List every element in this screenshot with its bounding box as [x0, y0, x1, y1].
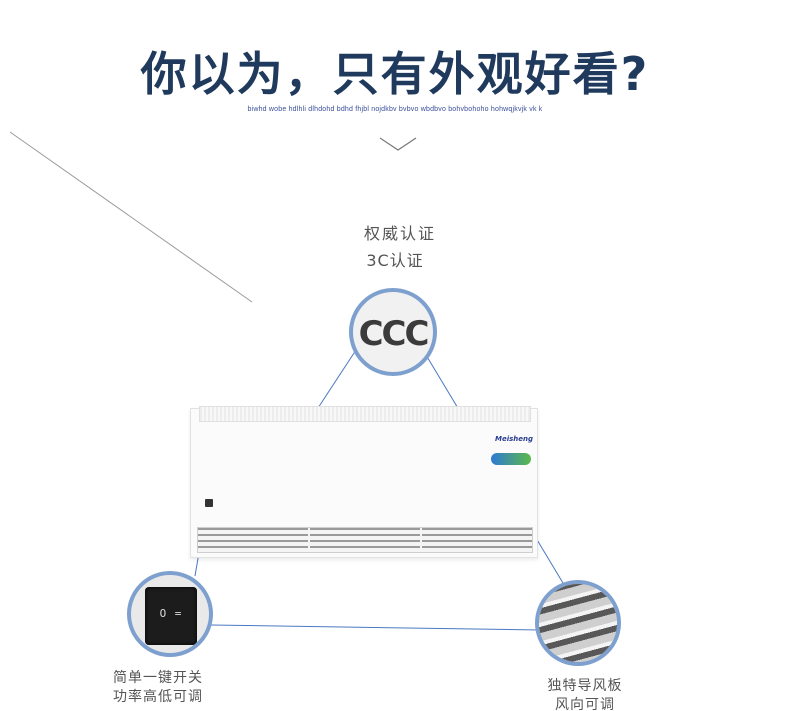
vent-feature-line1: 独特导风板 — [547, 678, 623, 694]
page-headline: 你以为，只有外观好看? — [140, 47, 650, 101]
rocker-switch-icon: O = — [145, 587, 197, 645]
vent-louver-icon — [539, 584, 617, 662]
vent-feature-line2: 风向可调 — [555, 697, 615, 711]
unit-power-switch — [205, 499, 213, 507]
vent-detail-bubble — [535, 580, 621, 666]
air-curtain-unit: Meisheng — [190, 406, 538, 558]
ccc-mark-bubble: CCC — [349, 288, 437, 376]
switch-feature-line1: 简单一键开关 — [113, 670, 203, 686]
chevron-down-icon — [379, 137, 417, 151]
unit-air-vent — [197, 527, 533, 553]
unit-brand-logo: Meisheng — [495, 435, 534, 443]
rocker-marks: O = — [159, 607, 183, 620]
page-subline: biwhd wobe hdlhli dlhdohd bdhd fhjbl noj… — [247, 106, 543, 113]
vent-feature-label: 独特导风板 风向可调 — [535, 677, 635, 711]
switch-feature-label: 简单一键开关 功率高低可调 — [113, 669, 203, 707]
connector-switch-vent — [210, 624, 541, 631]
unit-top-grille — [199, 406, 531, 422]
unit-energy-badge — [491, 453, 531, 465]
certification-title: 权威认证 — [363, 224, 436, 243]
switch-detail-bubble: O = — [127, 571, 213, 657]
connector-ccc-left — [317, 349, 357, 409]
certification-subtitle: 3C认证 — [366, 251, 424, 270]
switch-feature-line2: 功率高低可调 — [113, 689, 203, 705]
decorative-diagonal-line — [9, 131, 253, 303]
ccc-mark: CCC — [358, 314, 430, 354]
